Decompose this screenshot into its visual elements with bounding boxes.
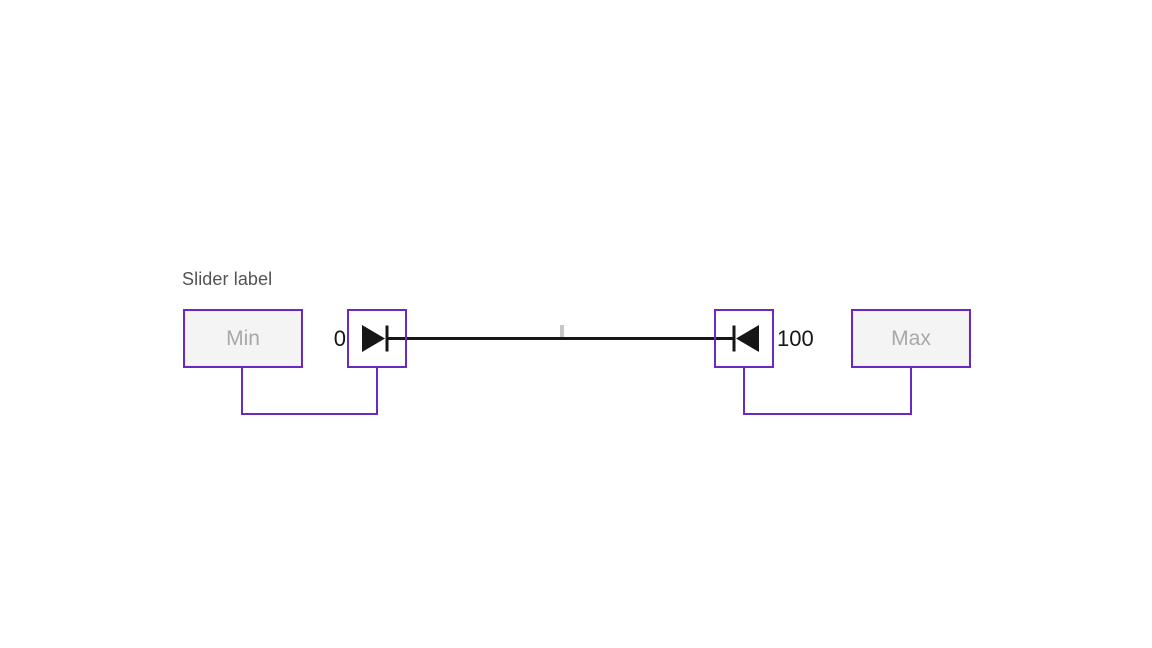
max-input[interactable] — [851, 309, 971, 368]
min-range-label: 0 — [333, 326, 346, 351]
slider-min-handle[interactable] — [347, 309, 407, 368]
annotation-connector-max — [743, 368, 912, 415]
slider-max-handle[interactable] — [714, 309, 774, 368]
skip-forward-icon — [362, 325, 405, 352]
annotation-connector-min — [241, 368, 378, 415]
max-range-label: 100 — [777, 326, 814, 351]
track-center-tick — [560, 325, 564, 337]
skip-backward-icon — [716, 325, 759, 352]
slider-label: Slider label — [182, 269, 273, 289]
min-input[interactable] — [183, 309, 303, 368]
slider-track[interactable] — [407, 337, 714, 340]
